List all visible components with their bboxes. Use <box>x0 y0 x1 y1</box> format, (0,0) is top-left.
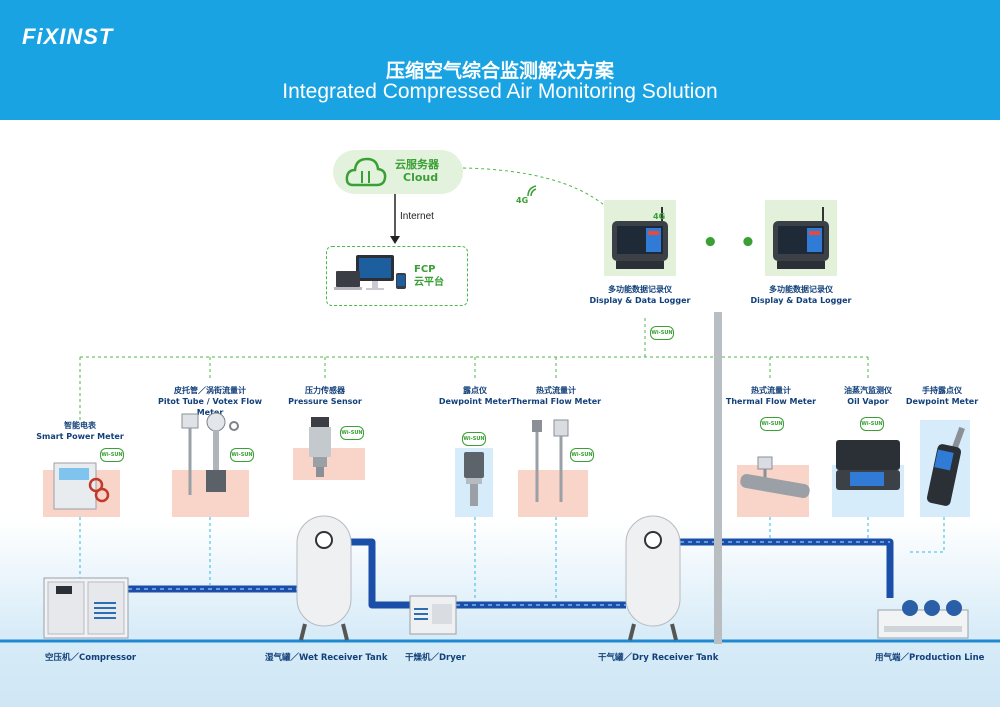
partition-wall <box>714 312 722 644</box>
thermal-pipe-meter-icon <box>740 456 810 499</box>
dry-receiver-tank-icon <box>625 515 681 641</box>
sensor-6-cn: 油蒸汽监测仪 <box>844 386 892 395</box>
cloud-label-en: Cloud <box>403 171 439 184</box>
sensor-6-en: Oil Vapor <box>847 397 889 406</box>
sensor-3-en: Dewpoint Meter <box>438 397 512 406</box>
dry-tank-label: 干气罐／Dry Receiver Tank <box>598 653 719 663</box>
sensor-5-cn: 热式流量计 <box>751 386 791 395</box>
dewpoint-sensor-icon <box>464 452 484 506</box>
compressor-label: 空压机／Compressor <box>45 653 137 663</box>
power-meter-icon <box>53 462 110 510</box>
data-logger-label-1: 多功能数据记录仪 Display & Data Logger <box>580 284 700 306</box>
title-english: Integrated Compressed Air Monitoring Sol… <box>282 80 718 103</box>
4g-label: 4G <box>516 196 529 205</box>
logger-2-cn: 多功能数据记录仪 <box>769 285 833 294</box>
logger-1-cn: 多功能数据记录仪 <box>608 285 672 294</box>
data-logger-label-2: 多功能数据记录仪 Display & Data Logger <box>741 284 861 306</box>
cloud-label: 云服务器 Cloud <box>395 158 439 184</box>
sensor-3-cn: 露点仪 <box>463 386 487 395</box>
logger-2-en: Display & Data Logger <box>750 296 852 305</box>
sensor-7-en: Dewpoint Meter <box>905 397 979 406</box>
sensor-1-cn: 皮托管／涡街流量计 <box>174 386 246 395</box>
wet-receiver-tank-icon <box>296 515 352 641</box>
sensor-0-cn: 智能电表 <box>64 421 96 430</box>
sensor-label-pitot: 皮托管／涡街流量计 Pitot Tube / Votex Flow Meter <box>150 385 270 418</box>
cloud-label-cn: 云服务器 <box>395 158 439 171</box>
production-line-icon <box>877 600 969 639</box>
signal-icon <box>527 185 537 197</box>
sensor-2-en: Pressure Sensor <box>288 397 362 406</box>
fcp-label-line2: 云平台 <box>414 277 444 288</box>
floor-background <box>0 520 1000 707</box>
pressure-sensor-icon <box>309 417 331 477</box>
sensor-label-oil-vapor: 油蒸汽监测仪 Oil Vapor <box>830 385 906 407</box>
wisun-badge: Wi-SUN <box>650 326 674 340</box>
sensor-0-en: Smart Power Meter <box>36 432 124 441</box>
sensor-label-thermal-2: 热式流量计 Thermal Flow Meter <box>725 385 817 407</box>
pitot-vortex-icon <box>181 412 239 495</box>
sensor-label-thermal-1: 热式流量计 Thermal Flow Meter <box>510 385 602 407</box>
wisun-badge: Wi-SUN <box>760 417 784 431</box>
sensor-label-handheld-dewpoint: 手持露点仪 Dewpoint Meter <box>904 385 980 407</box>
fcp-label-line1: FCP <box>414 264 436 275</box>
dryer-icon <box>409 595 457 635</box>
data-logger-device-icon <box>773 207 829 269</box>
wisun-badge: Wi-SUN <box>230 448 254 462</box>
logger-4g-label: 4G <box>653 212 666 221</box>
dryer-label: 干燥机／Dryer <box>405 653 466 663</box>
sensor-label-dewpoint: 露点仪 Dewpoint Meter <box>435 385 515 407</box>
sensor-label-pressure: 压力传感器 Pressure Sensor <box>280 385 370 407</box>
sensor-box-thermal-1 <box>518 470 588 517</box>
handheld-dewpoint-icon <box>926 426 965 506</box>
wisun-badge: Wi-SUN <box>340 426 364 440</box>
wet-tank-label: 湿气罐／Wet Receiver Tank <box>265 653 388 663</box>
sensor-5-en: Thermal Flow Meter <box>725 397 817 406</box>
compressor-icon <box>43 577 129 639</box>
sensor-7-cn: 手持露点仪 <box>922 386 962 395</box>
wisun-badge: Wi-SUN <box>462 432 486 446</box>
sensor-4-en: Thermal Flow Meter <box>510 397 602 406</box>
logger-1-en: Display & Data Logger <box>589 296 691 305</box>
thermal-flow-icon <box>532 419 569 502</box>
fcp-platform-box <box>326 246 468 306</box>
sensor-2-cn: 压力传感器 <box>305 386 345 395</box>
cloud-server-box <box>333 150 463 194</box>
header-banner <box>0 0 1000 120</box>
production-line-label: 用气端／Production Line <box>875 653 985 663</box>
computer-devices-icon <box>334 255 406 290</box>
cloud-icon <box>345 157 387 187</box>
wisun-badge: Wi-SUN <box>860 417 884 431</box>
data-logger-device-icon <box>612 207 668 269</box>
sensor-1-en: Pitot Tube / Votex Flow Meter <box>158 397 262 417</box>
sensor-4-cn: 热式流量计 <box>536 386 576 395</box>
internet-label: Internet <box>400 211 434 222</box>
wisun-badge: Wi-SUN <box>100 448 124 462</box>
sensor-label-power-meter: 智能电表 Smart Power Meter <box>30 420 130 442</box>
fcp-label: FCP 云平台 <box>414 263 444 289</box>
brand-logo: FiXINST <box>22 24 114 49</box>
wisun-badge: Wi-SUN <box>570 448 594 462</box>
oil-vapor-case-icon <box>836 440 900 490</box>
title-chinese: 压缩空气综合监测解决方案 <box>385 60 614 82</box>
